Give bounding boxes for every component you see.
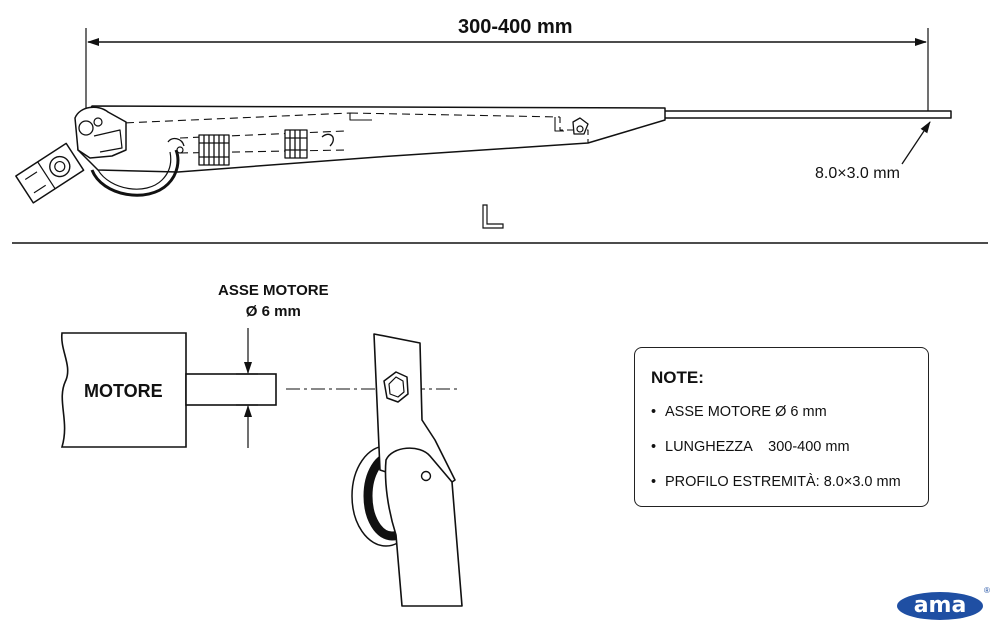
length-dimension-label: 300-400 mm <box>458 16 573 38</box>
bullet-icon: • <box>651 474 657 490</box>
motor-block <box>60 332 277 448</box>
note-item: • ASSE MOTORE Ø 6 mm <box>651 404 827 420</box>
motor-label: MOTORE <box>84 381 163 401</box>
motor-shaft-label: ASSE MOTORE Ø 6 mm <box>218 280 329 322</box>
note-item: • LUNGHEZZA 300-400 mm <box>651 439 850 455</box>
wiper-arm-side-view <box>15 105 952 204</box>
note-text: ASSE MOTORE Ø 6 mm <box>665 404 827 420</box>
logo-text: ama <box>913 593 967 618</box>
length-dimension <box>85 28 929 118</box>
motor-shaft-title: ASSE MOTORE <box>218 282 329 299</box>
note-item: • PROFILO ESTREMITÀ: 8.0×3.0 mm <box>651 474 901 490</box>
bullet-icon: • <box>651 439 657 455</box>
shaft-diameter-dimension <box>236 328 258 448</box>
note-text: PROFILO ESTREMITÀ: 8.0×3.0 mm <box>665 474 901 490</box>
ama-logo: ama ® <box>896 586 990 622</box>
wiper-arm-front-view <box>351 333 463 607</box>
logo-registered-mark: ® <box>984 586 990 595</box>
profile-dimension-label: 8.0×3.0 mm <box>815 165 900 182</box>
logo-oval <box>897 592 983 620</box>
motor-shaft-diameter: Ø 6 mm <box>245 303 301 320</box>
notes-title: NOTE: <box>651 368 704 387</box>
note-text: LUNGHEZZA 300-400 mm <box>665 439 850 455</box>
bullet-icon: • <box>651 404 657 420</box>
profile-leader <box>901 121 931 165</box>
notes-box: NOTE: • ASSE MOTORE Ø 6 mm • LUNGHEZZA 300… <box>634 347 929 507</box>
profile-section-symbol <box>482 204 504 229</box>
